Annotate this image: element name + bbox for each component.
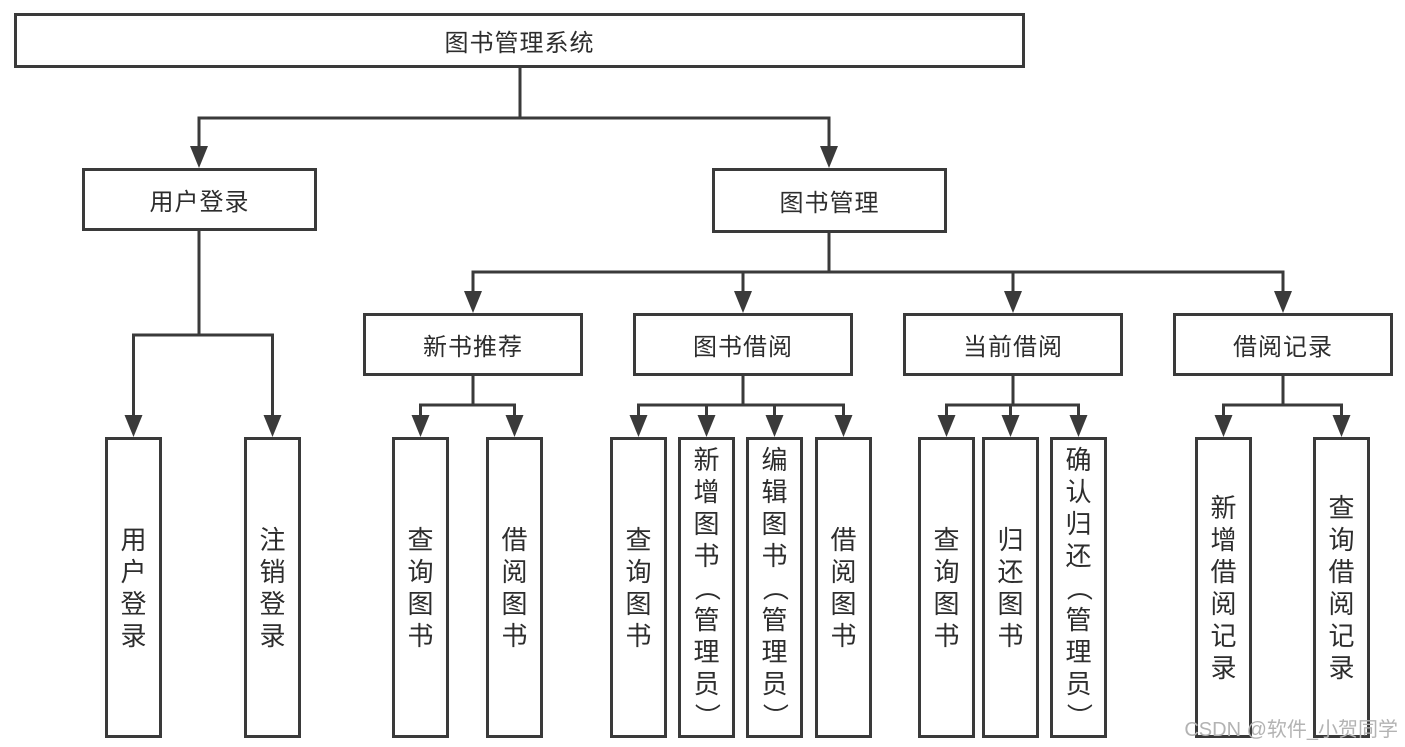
leaf-edit-book-admin: 编辑图书（管理员） [746,437,803,738]
node-book-borrow: 图书借阅 [633,313,853,376]
leaf-user-login-label: 用户登录 [120,524,147,651]
node-book-management-label: 图书管理 [779,190,880,217]
node-current-borrow-label: 当前借阅 [963,334,1063,361]
leaf-query-borrow-record-label: 查询借阅记录 [1328,492,1355,683]
leaf-add-borrow-record: 新增借阅记录 [1195,437,1252,738]
leaf-user-login: 用户登录 [105,437,162,738]
node-borrow-records-label: 借阅记录 [1233,334,1333,361]
leaf-borrow-books-1: 借阅图书 [486,437,543,738]
node-user-login: 用户登录 [82,168,317,231]
leaf-return-book-label: 归还图书 [997,524,1024,651]
leaf-query-books-2-label: 查询图书 [625,524,652,651]
node-user-login-label: 用户登录 [149,189,250,216]
node-book-borrow-label: 图书借阅 [693,334,793,361]
leaf-edit-book-admin-label: 编辑图书（管理员） [759,444,790,729]
leaf-logout-label: 注销登录 [259,524,286,651]
watermark: CSDN @软件_小贺同学 [1184,719,1398,741]
leaf-borrow-books-2-label: 借阅图书 [830,524,857,651]
leaf-confirm-return-admin-label: 确认归还（管理员） [1063,444,1094,729]
arrowheads [124,146,1351,437]
leaf-borrow-books-1-label: 借阅图书 [501,524,528,651]
leaf-query-books-2: 查询图书 [610,437,667,738]
leaf-query-books-1-label: 查询图书 [407,524,434,651]
node-new-book-recommend-label: 新书推荐 [423,334,523,361]
leaf-add-book-admin-label: 新增图书（管理员） [691,444,722,729]
leaf-query-borrow-record: 查询借阅记录 [1313,437,1370,738]
node-book-management: 图书管理 [712,168,947,233]
leaf-add-book-admin: 新增图书（管理员） [678,437,735,738]
leaf-query-books-3-label: 查询图书 [933,524,960,651]
node-borrow-records: 借阅记录 [1173,313,1393,376]
node-new-book-recommend: 新书推荐 [363,313,583,376]
leaf-logout: 注销登录 [244,437,301,738]
leaf-query-books-3: 查询图书 [918,437,975,738]
leaf-confirm-return-admin: 确认归还（管理员） [1050,437,1107,738]
leaf-return-book: 归还图书 [982,437,1039,738]
node-current-borrow: 当前借阅 [903,313,1123,376]
leaf-add-borrow-record-label: 新增借阅记录 [1210,492,1237,683]
leaf-borrow-books-2: 借阅图书 [815,437,872,738]
leaf-query-books-1: 查询图书 [392,437,449,738]
root-node-label: 图书管理系统 [444,30,595,57]
root-node: 图书管理系统 [14,13,1025,68]
